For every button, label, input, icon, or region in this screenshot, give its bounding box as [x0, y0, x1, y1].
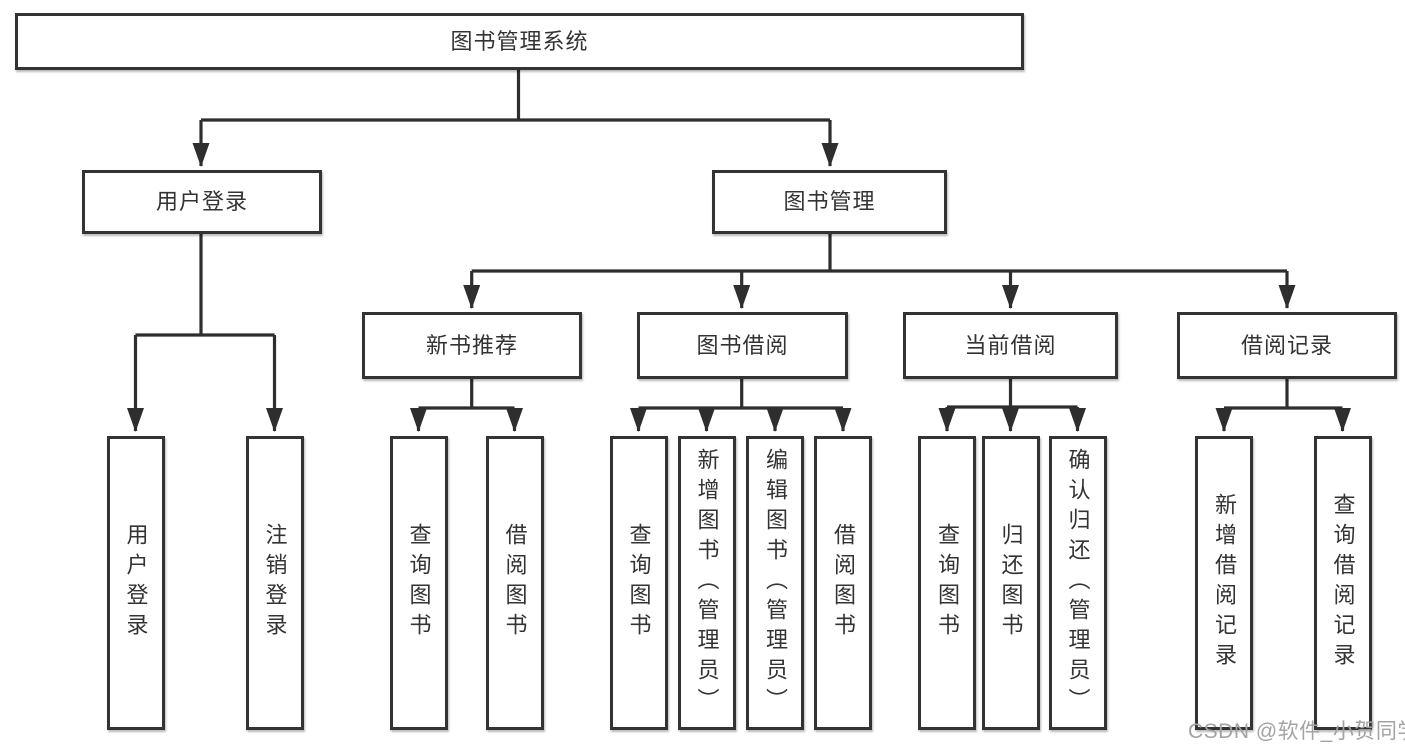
leaf-borrow-books: 借阅图书: [814, 436, 872, 730]
leaf-query-borrow-record: 查询借阅记录: [1313, 436, 1372, 730]
node-new-book-recommend: 新书推荐: [362, 312, 582, 379]
leaf-borrow-books-recommend: 借阅图书: [485, 436, 544, 730]
leaf-confirm-return-admin: 确认归还（管理员）: [1048, 436, 1107, 730]
connector-current-borrow-to-leaves: [938, 379, 1086, 432]
node-library-management-system: 图书管理系统: [15, 13, 1024, 70]
leaf-add-books-admin: 新增图书（管理员）: [677, 436, 736, 730]
leaf-logout: 注销登录: [245, 436, 304, 730]
csdn-watermark: CSDN @软件_小贺同学: [1188, 720, 1405, 743]
connector-new-book-to-leaves: [410, 379, 523, 432]
leaf-edit-books-admin: 编辑图书（管理员）: [746, 436, 804, 730]
connector-borrow-record-to-leaves: [1215, 379, 1351, 432]
leaf-query-books-borrow: 查询图书: [609, 436, 668, 730]
node-book-borrow: 图书借阅: [637, 312, 848, 379]
connector-user-login-to-leaves: [127, 233, 283, 432]
node-borrow-record: 借阅记录: [1177, 312, 1397, 379]
leaf-add-borrow-record: 新增借阅记录: [1195, 436, 1253, 730]
leaf-user-login: 用户登录: [106, 436, 165, 730]
connector-root-to-level2: [192, 70, 839, 167]
node-user-login: 用户登录: [82, 170, 322, 234]
node-current-borrow: 当前借阅: [903, 312, 1118, 379]
leaf-return-books: 归还图书: [981, 436, 1040, 730]
connector-book-management-to-level3: [463, 234, 1296, 309]
leaf-query-books-current: 查询图书: [918, 436, 976, 730]
connector-book-borrow-to-leaves: [630, 379, 852, 432]
node-book-management: 图书管理: [712, 170, 947, 234]
leaf-query-books-recommend: 查询图书: [389, 436, 448, 730]
